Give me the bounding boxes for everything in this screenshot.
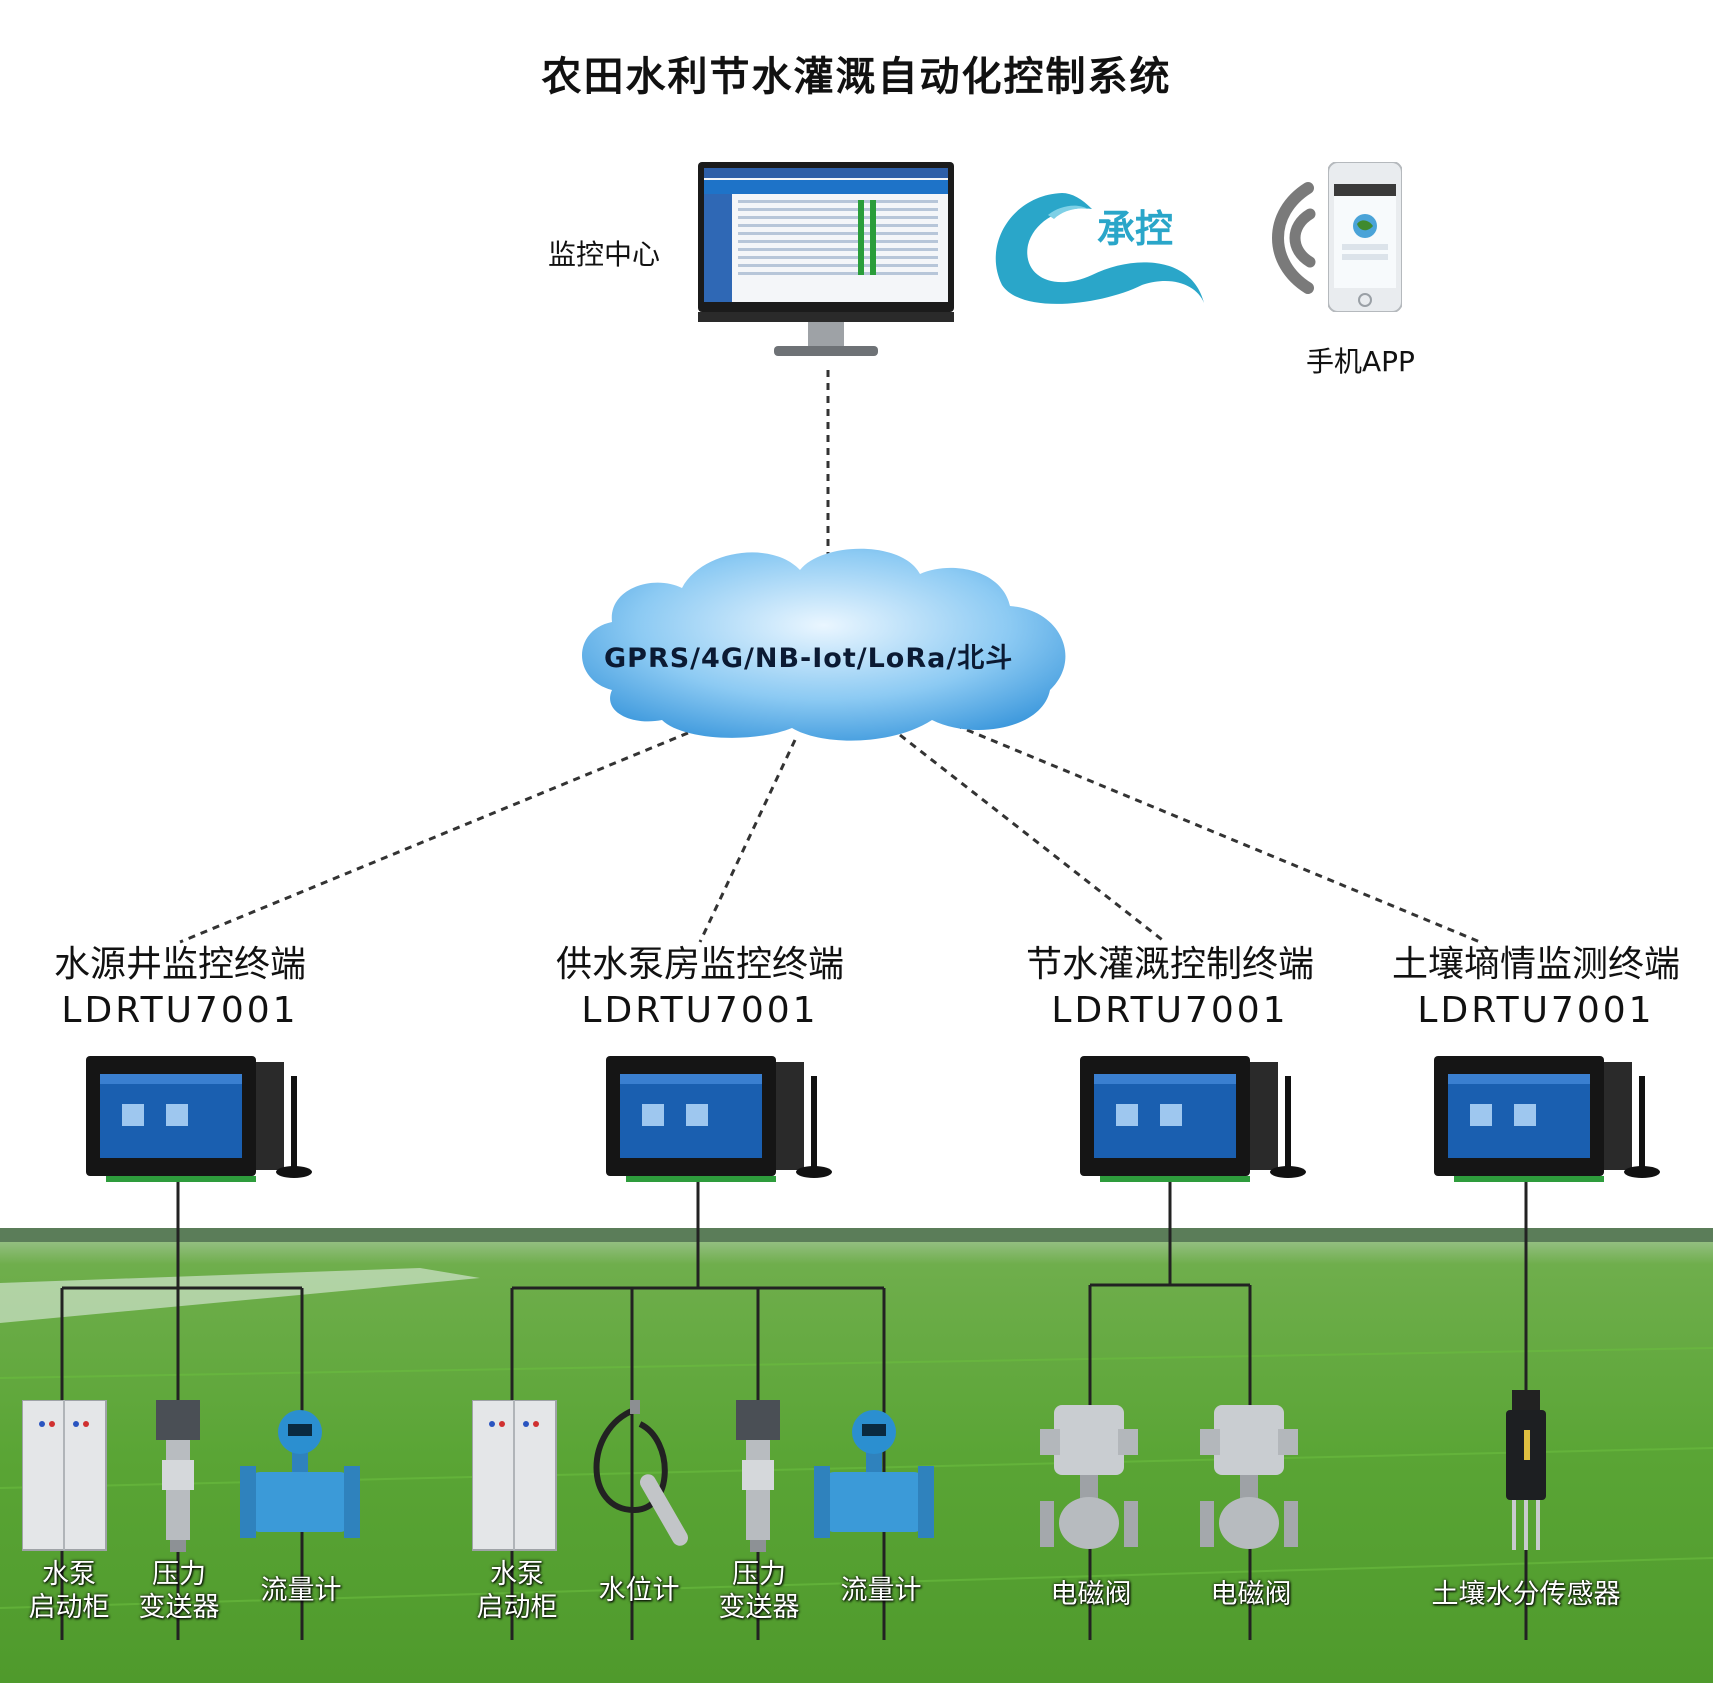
terminal-name: 土壤墒情监测终端 [1391,944,1680,985]
terminal-name: 水源井监控终端 [53,944,306,985]
terminal-title-irrigation: 节水灌溉控制终端 LDRTU7001 [1010,942,1330,1034]
monitor-center-label: 监控中心 [548,238,661,271]
pump-cabinet-icon [472,1400,557,1551]
mobile-app-label: 手机APP [1306,345,1415,378]
network-cloud-icon [582,548,1066,741]
solenoid-valve-icon [1040,1405,1138,1549]
rtu-device-icon [606,1056,836,1186]
device-label: 水泵 启动柜 [28,1559,110,1623]
device-label: 水泵 启动柜 [476,1559,558,1623]
pressure-transmitter-icon [736,1400,780,1552]
soil-moisture-sensor-icon [1506,1390,1548,1552]
device-label: 流量计 [260,1575,342,1606]
device-label: 电磁阀 [1210,1579,1292,1610]
smartphone-icon [1328,162,1402,312]
terminal-model: LDRTU7001 [1417,990,1655,1031]
terminal-model: LDRTU7001 [1051,990,1289,1031]
rtu-device-icon [1434,1056,1664,1186]
terminal-name: 供水泵房监控终端 [555,944,844,985]
company-logo-icon [995,193,1204,304]
device-label: 压力 变送器 [718,1559,800,1623]
terminal-model: LDRTU7001 [581,990,819,1031]
farmland-background [0,1228,1713,1683]
terminal-title-soil: 土壤墒情监测终端 LDRTU7001 [1376,942,1696,1034]
wireless-signal-icon [1272,182,1316,294]
device-label: 电磁阀 [1050,1579,1132,1610]
rtu-device-icon [1080,1056,1310,1186]
flow-meter-icon [240,1410,360,1538]
rtu-device-icon [86,1056,316,1186]
network-protocols-label: GPRS/4G/NB-Iot/LoRa/北斗 [604,643,1014,674]
device-label: 土壤水分传感器 [1431,1579,1621,1610]
pump-cabinet-icon [22,1400,107,1551]
pressure-transmitter-icon [156,1400,200,1552]
terminal-title-water-well: 水源井监控终端 LDRTU7001 [30,942,330,1034]
water-level-meter-icon [584,1400,694,1555]
device-label: 水位计 [598,1575,680,1606]
logo-text: 承控 [1097,207,1174,251]
monitor-icon [698,162,954,356]
terminal-title-pump-room: 供水泵房监控终端 LDRTU7001 [530,942,870,1034]
solenoid-valve-icon [1200,1405,1298,1549]
terminal-model: LDRTU7001 [61,990,299,1031]
page-title: 农田水利节水灌溉自动化控制系统 [541,54,1172,100]
device-label: 压力 变送器 [138,1559,220,1623]
device-label: 流量计 [840,1575,922,1606]
terminal-name: 节水灌溉控制终端 [1025,944,1314,985]
flow-meter-icon [814,1410,934,1538]
